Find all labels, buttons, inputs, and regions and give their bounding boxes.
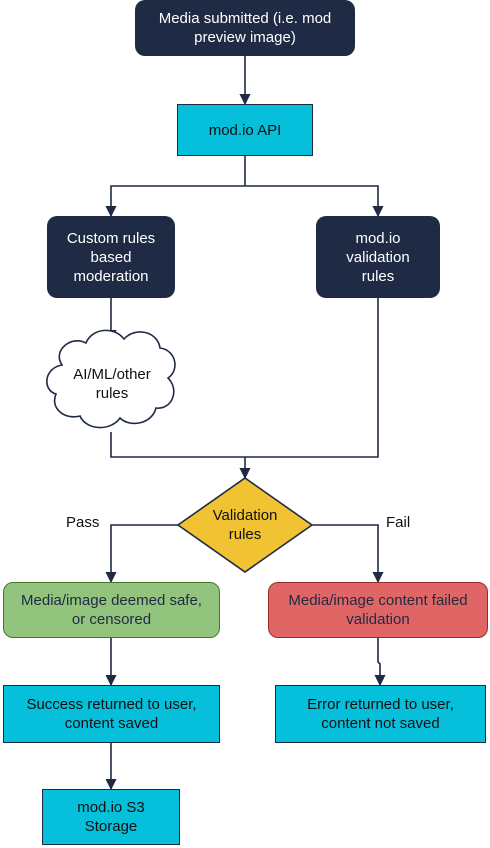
edge-fail [312, 524, 384, 584]
edge-api-to-custom [105, 185, 245, 218]
edge-cloud-to-merge [110, 432, 245, 458]
decision-diamond [176, 477, 314, 573]
fail-label: Fail [386, 514, 411, 531]
mod-io-api-node: mod.io API [177, 104, 313, 156]
mod-io-validation-rules-node: mod.io validation rules [316, 216, 440, 298]
edge-validation-to-merge [245, 298, 379, 458]
media-submitted-node: Media submitted (i.e. mod preview image) [135, 0, 355, 56]
edge-pass [105, 524, 178, 584]
error-returned-node: Error returned to user, content not save… [275, 685, 486, 743]
edge-failed-to-error [374, 638, 386, 687]
media-failed-validation-node: Media/image content failed validation [268, 582, 488, 638]
s3-storage-node: mod.io S3 Storage [42, 789, 180, 845]
edge-api-to-validation [245, 185, 384, 218]
ai-cloud-shape [46, 329, 176, 429]
media-deemed-safe-node: Media/image deemed safe, or censored [3, 582, 220, 638]
validation-decision-label: Validation rules [212, 507, 278, 543]
pass-label: Pass [66, 514, 100, 531]
success-returned-node: Success returned to user, content saved [3, 685, 220, 743]
ai-ml-rules-cloud-label: AI/ML/other rules [73, 366, 151, 402]
custom-rules-node: Custom rules based moderation [47, 216, 175, 298]
